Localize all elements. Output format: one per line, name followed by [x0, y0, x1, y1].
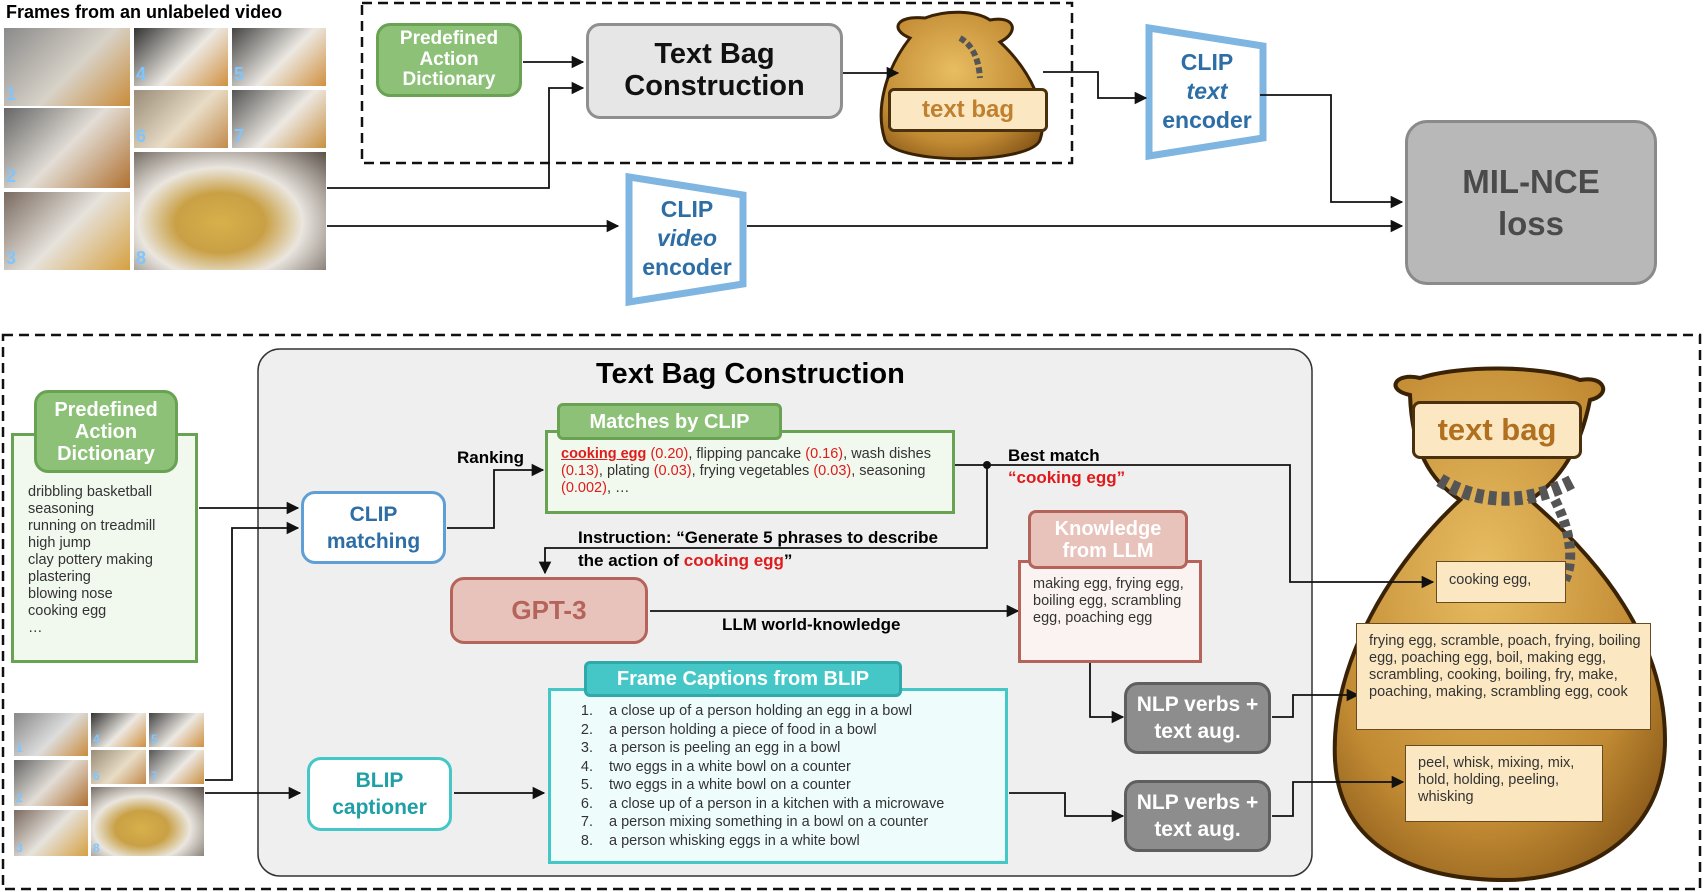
caption-item: a person holding a piece of food in a bo… — [597, 721, 1005, 740]
bottom-dashed-region — [1, 333, 1702, 891]
nlp-verbs-box-1: NLP verbs + text aug. — [1124, 682, 1271, 754]
frame-thumbnail: 3 — [4, 192, 130, 270]
matches-paper: cooking egg (0.20), flipping pancake (0.… — [545, 430, 955, 514]
frame-thumbnail: 1 — [4, 28, 130, 106]
top-text-bag-label: text bag — [888, 88, 1048, 132]
bottom-predefined-dict-box: Predefined Action Dictionary — [34, 390, 178, 473]
arrow-instruction-to-gpt3 — [538, 465, 988, 575]
bag-item-llm: frying egg, scramble, poach, frying, boi… — [1356, 623, 1651, 730]
matches-text: cooking egg (0.20), flipping pancake (0.… — [561, 446, 931, 496]
gpt3-box: GPT-3 — [450, 577, 648, 644]
arrow-nlp2-to-bag — [1272, 775, 1405, 817]
top-predefined-dict-box: Predefined Action Dictionary — [376, 23, 522, 97]
clip-matching-box: CLIP matching — [301, 491, 446, 564]
frames-title: Frames from an unlabeled video — [6, 2, 283, 22]
top-bag-icon — [879, 10, 1045, 161]
nlp-verbs-box-2: NLP verbs + text aug. — [1124, 780, 1271, 852]
knowledge-title-box: Knowledge from LLM — [1028, 510, 1188, 569]
matches-title-box: Matches by CLIP — [557, 403, 782, 440]
frame-thumbnail: 4 — [91, 713, 146, 747]
knowledge-paper: making egg, frying egg, boiling egg, scr… — [1018, 560, 1202, 663]
frame-thumbnail: 8 — [91, 787, 204, 856]
caption-item: a person mixing something in a bowl on a… — [597, 813, 1005, 832]
frame-thumbnail: 1 — [14, 713, 88, 756]
caption-item: two eggs in a white bowl on a counter — [597, 776, 1005, 795]
arrow-knowledge-to-nlp1 — [1089, 663, 1125, 724]
top-text-bag-construction-box: Text Bag Construction — [586, 23, 843, 119]
arrow-frames-to-clip-matching — [205, 521, 300, 781]
frame-thumbnail: 6 — [134, 90, 228, 148]
arrow-ranking — [447, 463, 545, 529]
captions-title-box: Frame Captions from BLIP — [584, 661, 902, 697]
top-dashed-region — [360, 1, 1074, 165]
arrow-frames-to-tbc — [327, 81, 585, 189]
frame-thumbnail: 8 — [134, 152, 326, 270]
arrow-text-encoder-to-loss — [1260, 94, 1404, 209]
panel-title: Text Bag Construction — [596, 358, 905, 390]
best-match-label: Best match — [1008, 446, 1100, 465]
arrow-nlp1-to-bag — [1272, 688, 1360, 718]
frame-thumbnail: 6 — [91, 750, 146, 784]
caption-item: a close up of a person in a kitchen with… — [597, 795, 1005, 814]
caption-item: a person whisking eggs in a white bowl — [597, 832, 1005, 851]
blip-captioner-box: BLIP captioner — [307, 757, 452, 831]
big-bag-title: text bag — [1412, 401, 1582, 459]
clip-video-encoder-label: CLIP video encoder — [642, 196, 732, 280]
knowledge-text: making egg, frying egg, boiling egg, scr… — [1033, 576, 1184, 626]
arrow-bag-to-text-encoder — [1043, 71, 1148, 105]
arrow-captions-to-nlp2 — [1009, 792, 1125, 823]
caption-item: two eggs in a white bowl on a counter — [597, 758, 1005, 777]
captions-list: a close up of a person holding an egg in… — [551, 702, 1005, 850]
mil-nce-loss-box: MIL-NCE loss — [1405, 120, 1657, 285]
best-match-value: “cooking egg” — [1008, 468, 1126, 487]
dictionary-list: dribbling basketball seasoning running o… — [28, 484, 156, 636]
caption-item: a close up of a person holding an egg in… — [597, 702, 1005, 721]
arrow-best-match-to-bag — [955, 464, 1435, 589]
llm-world-knowledge-label: LLM world-knowledge — [722, 615, 901, 634]
frame-thumbnail: 2 — [14, 760, 88, 806]
instruction-text: Instruction: “Generate 5 phrases to desc… — [578, 528, 938, 570]
frame-thumbnail: 7 — [232, 90, 326, 148]
clip-video-encoder-shape — [625, 172, 747, 307]
bag-item-blip: peel, whisk, mixing, mix, hold, holding,… — [1405, 745, 1603, 822]
frame-thumbnail: 4 — [134, 28, 228, 86]
bag-item-best-match: cooking egg, — [1436, 561, 1566, 603]
text-bag-construction-panel — [257, 348, 1313, 877]
frame-thumbnail: 3 — [14, 810, 88, 856]
frame-thumbnail: 7 — [149, 750, 204, 784]
caption-item: a person is peeling an egg in a bowl — [597, 739, 1005, 758]
frame-thumbnail: 5 — [149, 713, 204, 747]
frame-thumbnail: 2 — [4, 108, 130, 188]
ranking-label: Ranking — [457, 448, 525, 467]
frame-thumbnail: 5 — [232, 28, 326, 86]
captions-paper: a close up of a person holding an egg in… — [548, 688, 1008, 864]
clip-text-encoder-label: CLIP text encoder — [1162, 49, 1252, 133]
clip-text-encoder-shape — [1145, 23, 1267, 161]
